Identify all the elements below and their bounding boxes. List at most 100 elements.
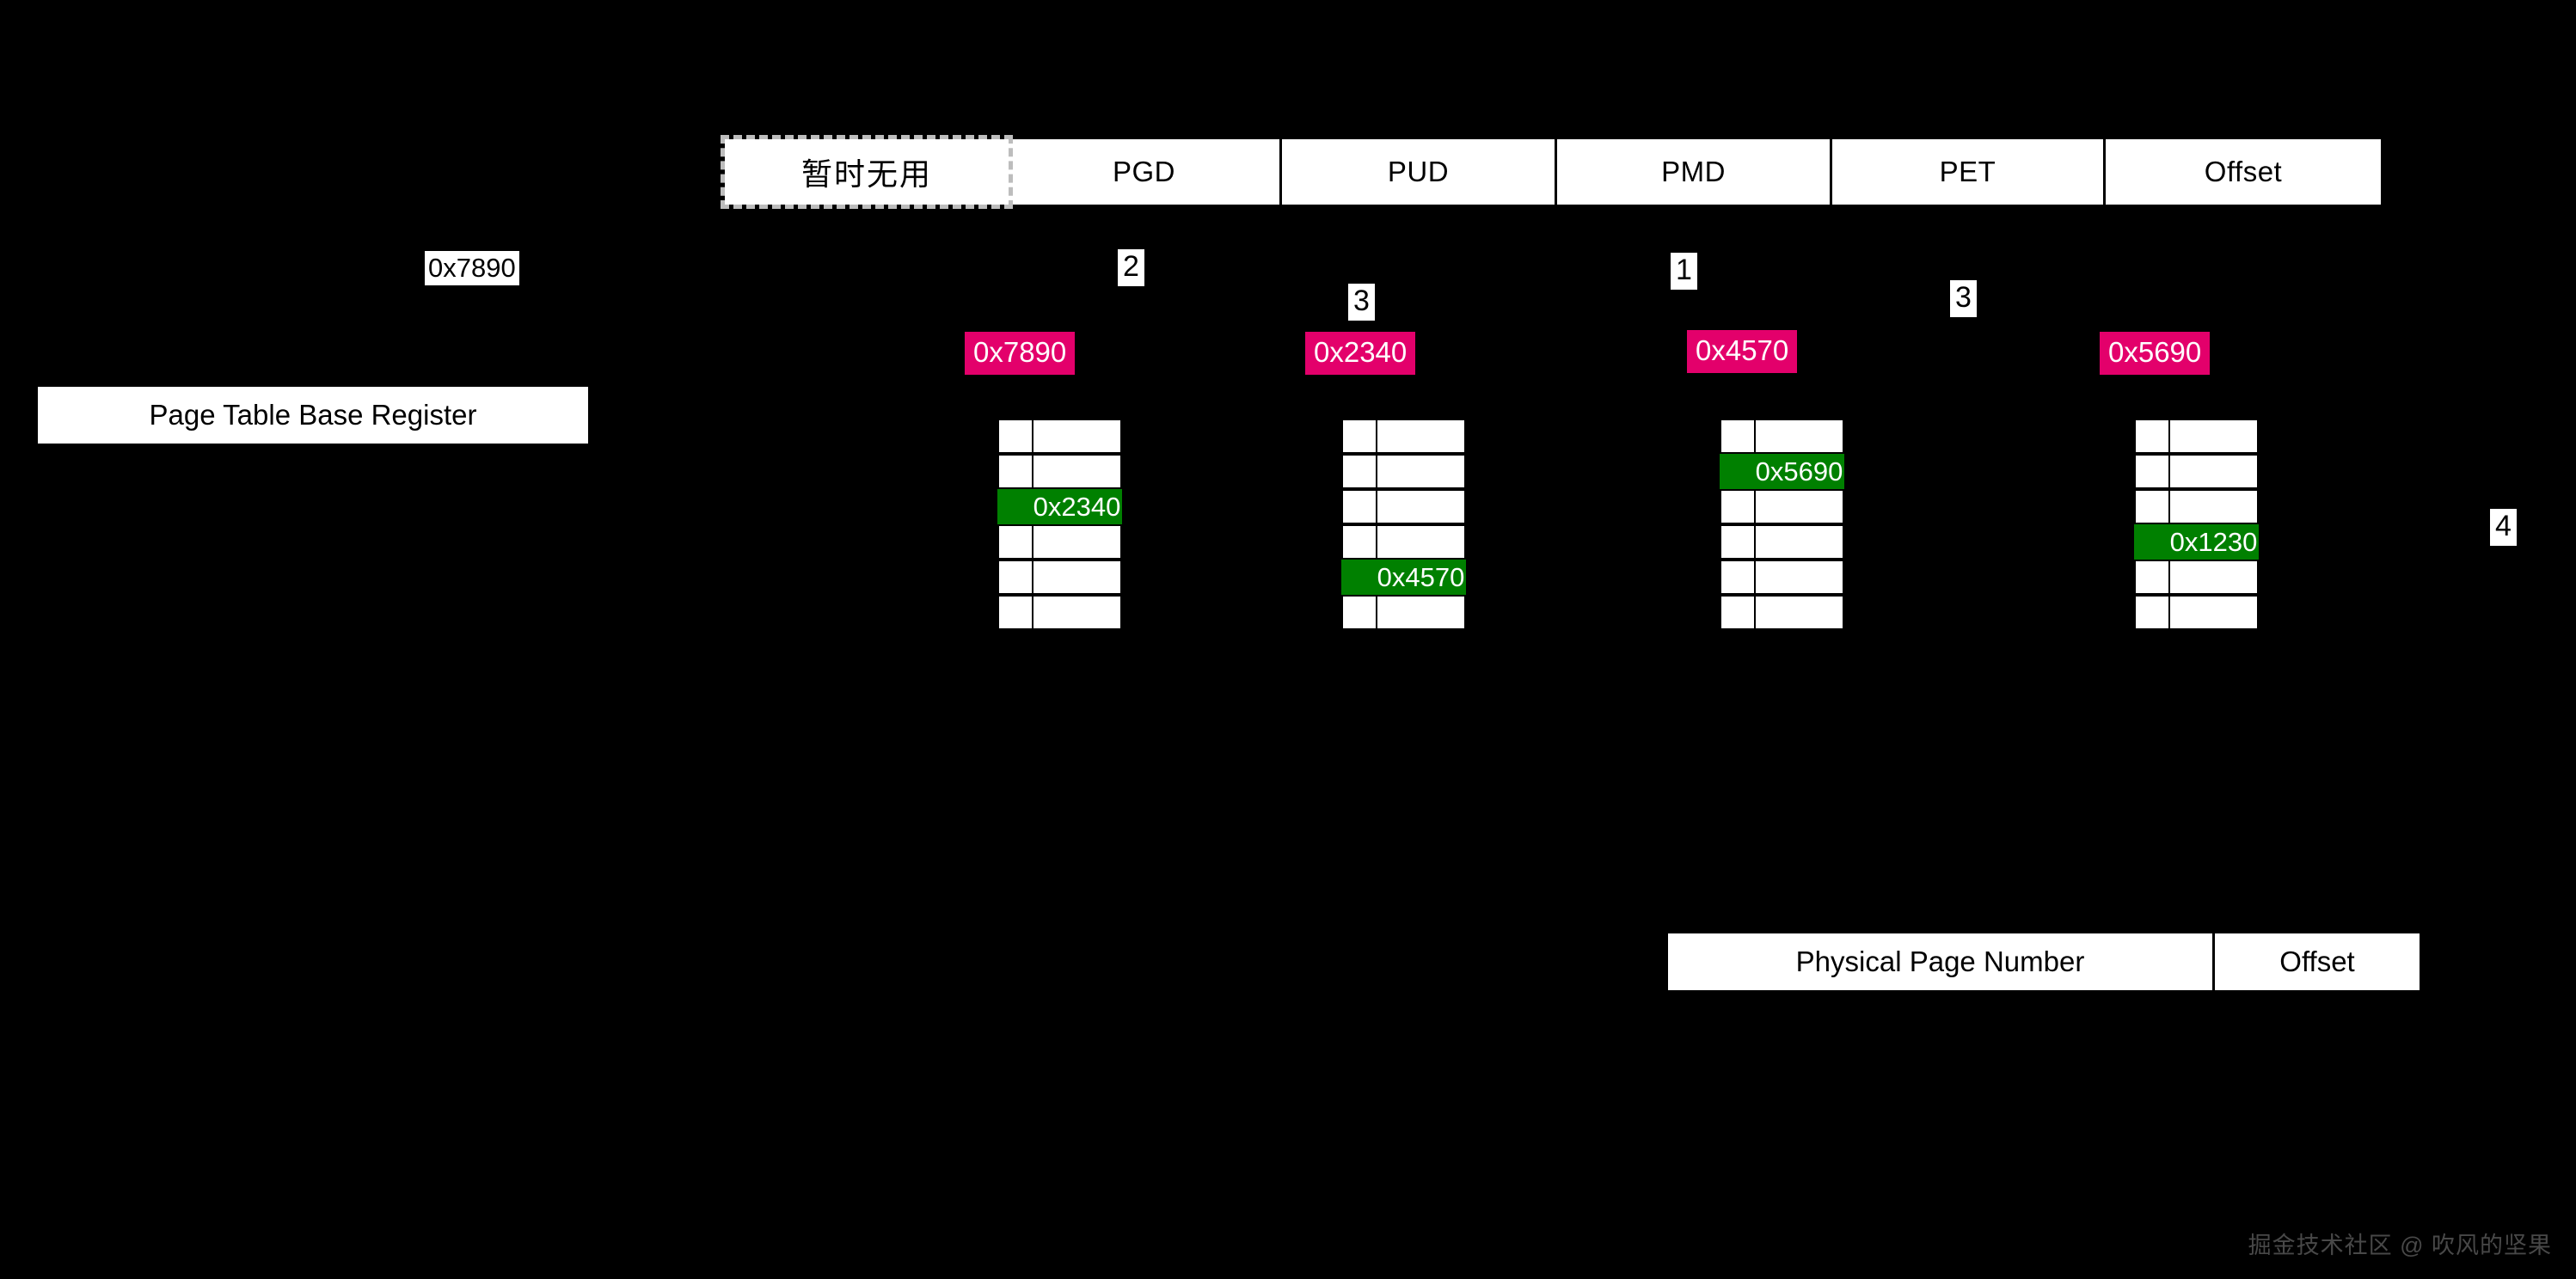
entry-value-cell xyxy=(1377,595,1466,630)
pmd-table: 0x5690 xyxy=(1720,419,1844,630)
entry-index-cell xyxy=(2134,454,2170,489)
pa-field-physical-page-number: Physical Page Number xyxy=(1668,933,2215,990)
pmd-table-entry[interactable] xyxy=(1720,595,1844,630)
entry-value-cell xyxy=(1756,419,1844,454)
entry-index-cell xyxy=(997,454,1033,489)
pud-table-entry[interactable] xyxy=(1341,419,1466,454)
entry-value-cell xyxy=(1756,489,1844,524)
entry-value-cell xyxy=(1756,560,1844,595)
pet-table-entry[interactable] xyxy=(2134,454,2259,489)
entry-index-cell xyxy=(1720,560,1756,595)
entry-value-cell xyxy=(2170,595,2259,630)
entry-index-cell xyxy=(997,489,1033,524)
pud-table-entry[interactable] xyxy=(1341,595,1466,630)
pmd-table-entry-selected[interactable]: 0x5690 xyxy=(1720,454,1844,489)
va-field-pud: PUD xyxy=(1282,139,1557,205)
entry-index-cell xyxy=(1341,419,1377,454)
pmd-table-entry[interactable] xyxy=(1720,524,1844,560)
entry-index-cell xyxy=(997,524,1033,560)
pgd-table-address-badge: 0x7890 xyxy=(965,332,1076,376)
physical-address-row: Physical Page Number Offset xyxy=(1668,933,2420,990)
pa-field-label: Offset xyxy=(2279,945,2355,977)
pmd-table-entry[interactable] xyxy=(1720,489,1844,524)
pmd-table-entry[interactable] xyxy=(1720,419,1844,454)
pa-field-label: Physical Page Number xyxy=(1795,945,2085,977)
entry-index-cell xyxy=(997,419,1033,454)
pet-table-entry[interactable] xyxy=(2134,595,2259,630)
entry-index-cell xyxy=(1720,489,1756,524)
pet-table-entry[interactable] xyxy=(2134,419,2259,454)
pgd-table-entry[interactable] xyxy=(997,524,1122,560)
pud-table-entry[interactable] xyxy=(1341,524,1466,560)
pmd-table-address-badge: 0x4570 xyxy=(1687,330,1798,374)
step-marker-2-0: 2 xyxy=(1118,249,1144,286)
pud-table-entry[interactable] xyxy=(1341,489,1466,524)
base-register-value-label: 0x7890 xyxy=(425,251,519,285)
pud-table-entry-selected[interactable]: 0x4570 xyxy=(1341,560,1466,595)
va-field-pgd: PGD xyxy=(1009,139,1282,205)
pa-field-offset: Offset xyxy=(2215,933,2420,990)
pet-table: 0x1230 xyxy=(2134,419,2259,630)
entry-value-cell: 0x1230 xyxy=(2170,524,2259,560)
entry-index-cell xyxy=(1720,595,1756,630)
entry-value-cell xyxy=(1377,524,1466,560)
entry-index-cell xyxy=(1341,489,1377,524)
pgd-table: 0x2340 xyxy=(997,419,1122,630)
va-field-pmd: PMD xyxy=(1557,139,1832,205)
entry-value-cell xyxy=(1377,419,1466,454)
watermark: 掘金技术社区 @ 吹风的坚果 xyxy=(2248,1233,2552,1258)
entry-value-cell xyxy=(2170,419,2259,454)
pet-table-entry[interactable] xyxy=(2134,560,2259,595)
pgd-table-entry-selected[interactable]: 0x2340 xyxy=(997,489,1122,524)
pet-table-entry-selected[interactable]: 0x1230 xyxy=(2134,524,2259,560)
pgd-table-entry[interactable] xyxy=(997,560,1122,595)
entry-index-cell xyxy=(1720,524,1756,560)
pgd-table-entry[interactable] xyxy=(997,454,1122,489)
entry-value-cell xyxy=(1033,419,1122,454)
va-field-label: PET xyxy=(1939,156,1996,187)
pmd-table-entry[interactable] xyxy=(1720,560,1844,595)
entry-index-cell xyxy=(1720,419,1756,454)
va-field-label: Offset xyxy=(2204,156,2283,187)
entry-value-cell xyxy=(1756,595,1844,630)
entry-value-cell xyxy=(1756,524,1844,560)
entry-index-cell xyxy=(2134,419,2170,454)
pet-table-address-badge: 0x5690 xyxy=(2100,332,2211,376)
entry-value-cell xyxy=(2170,560,2259,595)
pet-table-entry[interactable] xyxy=(2134,489,2259,524)
va-field-label: PMD xyxy=(1661,156,1726,187)
pud-table-entry[interactable] xyxy=(1341,454,1466,489)
entry-index-cell xyxy=(2134,595,2170,630)
entry-index-cell xyxy=(1720,454,1756,489)
entry-index-cell xyxy=(2134,489,2170,524)
va-field-label: PGD xyxy=(1112,156,1175,187)
entry-value-cell xyxy=(1377,454,1466,489)
va-field-label: PUD xyxy=(1387,156,1450,187)
entry-value-cell xyxy=(1033,595,1122,630)
entry-value-cell xyxy=(2170,454,2259,489)
entry-index-cell xyxy=(1341,524,1377,560)
page-table-base-register-label: Page Table Base Register xyxy=(149,399,477,431)
entry-index-cell xyxy=(1341,560,1377,595)
entry-value-cell xyxy=(1033,560,1122,595)
entry-value-cell: 0x4570 xyxy=(1377,560,1466,595)
entry-index-cell xyxy=(997,560,1033,595)
page-table-base-register-box: Page Table Base Register xyxy=(38,387,588,444)
step-marker-1-2: 1 xyxy=(1671,253,1697,290)
entry-index-cell xyxy=(2134,560,2170,595)
entry-value-cell: 0x5690 xyxy=(1756,454,1844,489)
step-marker-4-4: 4 xyxy=(2490,509,2517,546)
entry-index-cell xyxy=(2134,524,2170,560)
entry-value-cell xyxy=(1377,489,1466,524)
step-marker-3-3: 3 xyxy=(1950,280,1977,317)
entry-value-cell xyxy=(2170,489,2259,524)
va-field-offset: Offset xyxy=(2106,139,2381,205)
entry-index-cell xyxy=(1341,454,1377,489)
va-field-pet: PET xyxy=(1832,139,2106,205)
pgd-table-entry[interactable] xyxy=(997,595,1122,630)
pgd-table-entry[interactable] xyxy=(997,419,1122,454)
va-field-unused: 暂时无用 xyxy=(721,135,1013,209)
entry-index-cell xyxy=(1341,595,1377,630)
pud-table-address-badge: 0x2340 xyxy=(1305,332,1416,376)
entry-index-cell xyxy=(997,595,1033,630)
